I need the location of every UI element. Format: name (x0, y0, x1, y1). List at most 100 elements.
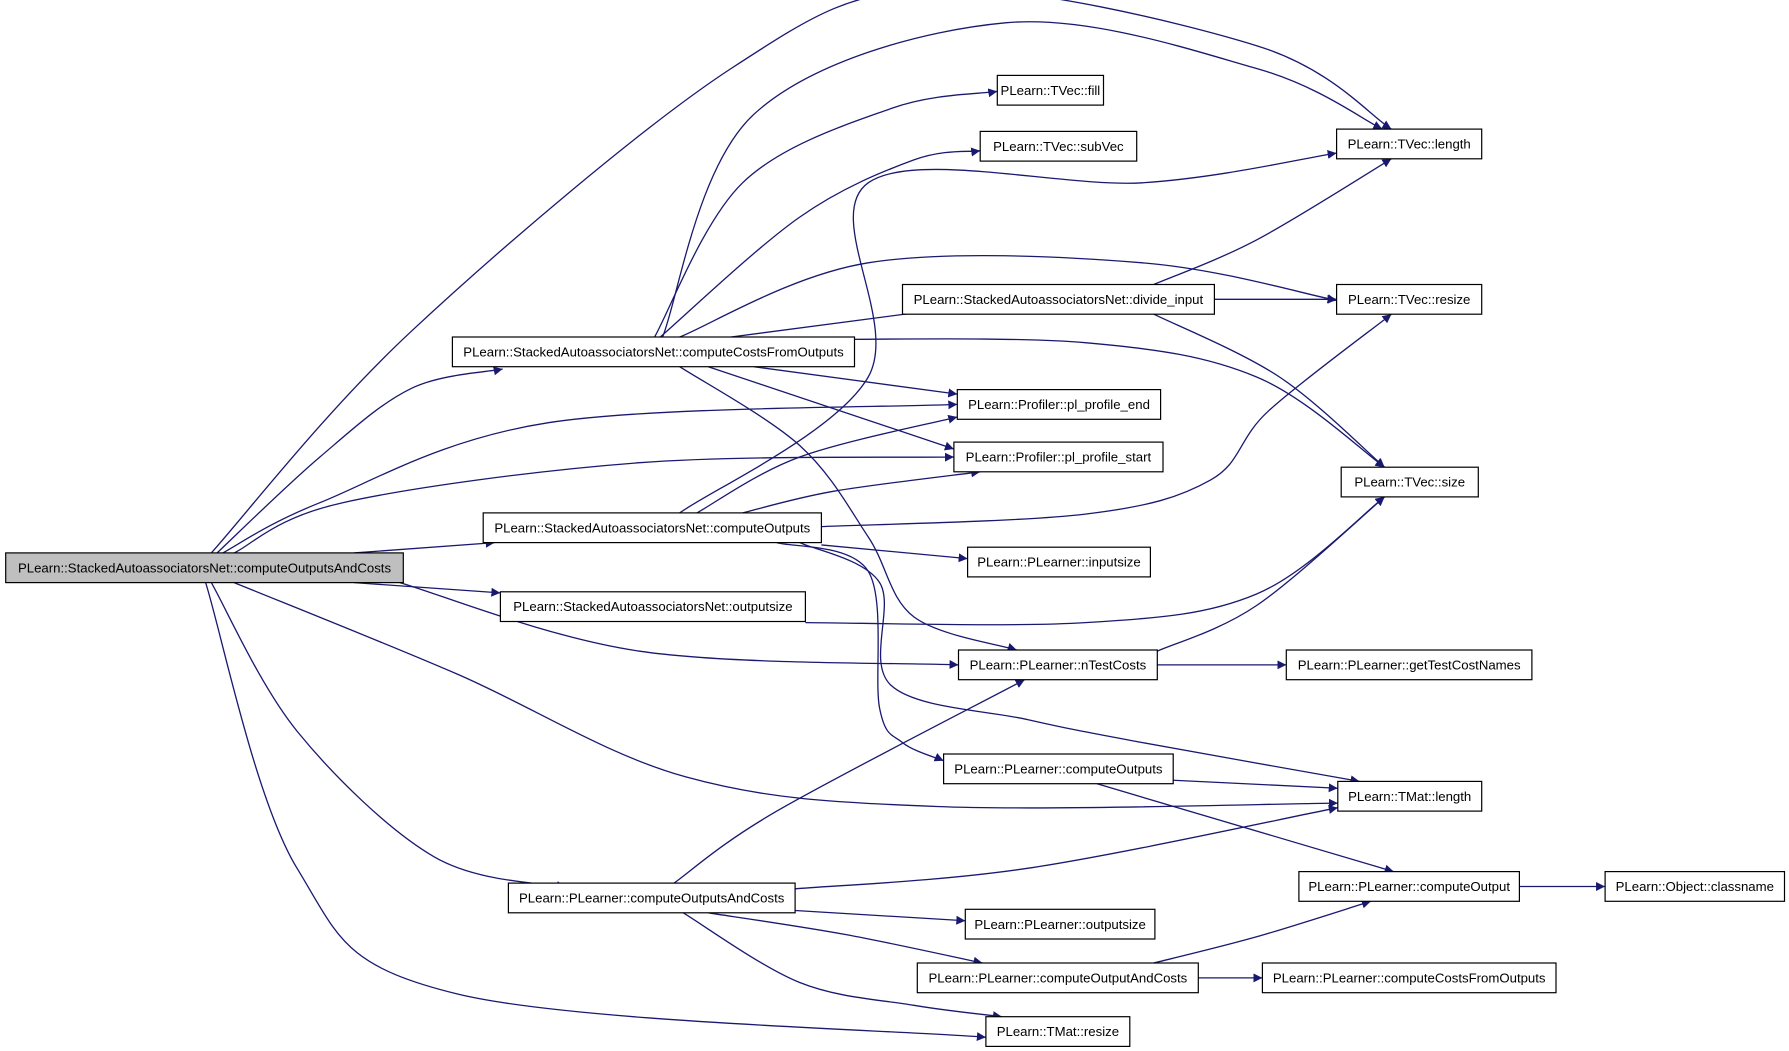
node-plInputsize[interactable]: PLearn::PLearner::inputsize (966, 546, 1151, 578)
edge-root-to-sanCostsFromOutputs (216, 366, 503, 554)
node-plComputeOutputs[interactable]: PLearn::PLearner::computeOutputs (942, 753, 1174, 785)
edge-plComputeOutputsAndCosts-to-tmatResize (682, 912, 1002, 1021)
node-tvecResize[interactable]: PLearn::TVec::resize (1335, 283, 1483, 315)
edge-plNTestCosts-to-tvecSize (1157, 496, 1386, 652)
node-box (1340, 466, 1479, 498)
edge-root-to-profStart (233, 452, 954, 554)
edge-root-to-tmatLength (233, 581, 1338, 809)
node-box (1335, 283, 1483, 315)
node-label: PLearn::Profiler::pl_profile_start (966, 450, 1152, 465)
edge-plComputeOutputs-to-plComputeOutput (1096, 783, 1394, 874)
node-tmatResize[interactable]: PLearn::TMat::resize (985, 1016, 1131, 1048)
node-box (507, 882, 796, 914)
node-tvecFill[interactable]: PLearn::TVec::fill (996, 74, 1105, 106)
node-label: PLearn::PLearner::outputsize (974, 917, 1146, 932)
node-tmatLength[interactable]: PLearn::TMat::length (1337, 780, 1483, 812)
node-box (942, 753, 1174, 785)
edge-plComputeOutputsAndCosts-to-tmatLength (795, 805, 1338, 890)
node-box (1261, 962, 1557, 994)
node-label: PLearn::StackedAutoassociatorsNet::divid… (914, 292, 1204, 307)
node-plComputeOutputsAndCosts[interactable]: PLearn::PLearner::computeOutputsAndCosts (507, 882, 796, 914)
edge-sanCostsFromOutputs-to-tvecLength (661, 21, 1383, 338)
node-box (1298, 870, 1521, 902)
edge-sanComputeOutputs-to-profStart (742, 468, 981, 514)
edge-root-to-sanOutputsize (354, 581, 501, 597)
node-tvecSize[interactable]: PLearn::TVec::size (1340, 466, 1479, 498)
edge-root-to-tmatResize (204, 582, 986, 1042)
node-box (996, 74, 1105, 106)
node-label: PLearn::StackedAutoassociatorsNet::compu… (494, 520, 810, 535)
node-plComputeCostsFromOutputs[interactable]: PLearn::PLearner::computeCostsFromOutput… (1261, 962, 1557, 994)
node-label: PLearn::PLearner::nTestCosts (970, 658, 1147, 673)
node-box (1335, 128, 1483, 160)
node-box (1604, 870, 1786, 902)
node-label: PLearn::StackedAutoassociatorsNet::compu… (463, 345, 844, 360)
node-sanComputeOutputs[interactable]: PLearn::StackedAutoassociatorsNet::compu… (482, 512, 823, 544)
edge-sanComputeOutputs-to-tvecLength (679, 149, 1337, 514)
edge-plComputeOutputsAndCosts-to-plComputeOutputAndCosts (708, 912, 983, 966)
edge-sanOutputsize-to-tvecSize (805, 496, 1385, 626)
edge-sanComputeOutputs-to-plInputsize (821, 544, 968, 563)
edge-sanComputeOutputs-to-plComputeOutputs (776, 541, 944, 762)
edge-sanDivideInput-to-tvecSize (1153, 313, 1386, 468)
edge-root-to-plComputeOutputsAndCosts (210, 582, 566, 890)
node-profEnd[interactable]: PLearn::Profiler::pl_profile_end (956, 389, 1162, 420)
edge-root-to-tvecLength (210, 0, 1392, 554)
node-box (957, 649, 1158, 681)
edge-sanDivideInput-to-tvecLength (1153, 158, 1392, 286)
node-plComputeOutputAndCosts[interactable]: PLearn::PLearner::computeOutputAndCosts (916, 962, 1199, 994)
node-label: PLearn::StackedAutoassociatorsNet::outpu… (513, 599, 792, 614)
node-label: PLearn::Profiler::pl_profile_end (968, 397, 1150, 412)
node-label: PLearn::TMat::length (1348, 789, 1471, 804)
node-root: PLearn::StackedAutoassociatorsNet::compu… (5, 552, 404, 584)
node-label: PLearn::TVec::size (1354, 475, 1465, 490)
edge-root-to-plNTestCosts (399, 581, 959, 670)
node-box (482, 512, 823, 544)
node-box (916, 962, 1199, 994)
edge-sanCostsFromOutputs-to-tvecResize (679, 254, 1337, 338)
nodes-layer: PLearn::StackedAutoassociatorsNet::compu… (5, 74, 1786, 1048)
node-sanCostsFromOutputs[interactable]: PLearn::StackedAutoassociatorsNet::compu… (451, 336, 856, 368)
edge-sanComputeOutputs-to-tmatLength (799, 542, 1360, 785)
node-box (499, 591, 806, 623)
node-box (451, 336, 856, 368)
edge-plComputeOutputsAndCosts-to-plOutputsize (795, 909, 966, 925)
node-label: PLearn::Object::classname (1616, 879, 1774, 894)
node-label: PLearn::StackedAutoassociatorsNet::compu… (18, 560, 392, 575)
node-label: PLearn::TVec::fill (1001, 83, 1101, 98)
node-profStart[interactable]: PLearn::Profiler::pl_profile_start (953, 441, 1164, 473)
node-tvecLength[interactable]: PLearn::TVec::length (1335, 128, 1483, 160)
node-box (985, 1016, 1131, 1048)
node-plNTestCosts[interactable]: PLearn::PLearner::nTestCosts (957, 649, 1158, 681)
edge-sanCostsFromOutputs-to-tvecSubVec (659, 147, 981, 338)
node-label: PLearn::PLearner::computeOutputAndCosts (929, 971, 1188, 986)
node-plGetTestCostNames[interactable]: PLearn::PLearner::getTestCostNames (1285, 649, 1533, 681)
edge-sanCostsFromOutputs-to-profEnd (753, 366, 958, 398)
node-box (953, 441, 1164, 473)
node-box (5, 552, 404, 584)
edge-plComputeOutputs-to-tmatLength (1173, 779, 1338, 793)
node-label: PLearn::PLearner::computeOutputsAndCosts (519, 891, 785, 906)
node-plComputeOutput[interactable]: PLearn::PLearner::computeOutput (1298, 870, 1521, 902)
node-label: PLearn::PLearner::computeCostsFromOutput… (1273, 971, 1546, 986)
node-sanDivideInput[interactable]: PLearn::StackedAutoassociatorsNet::divid… (901, 283, 1215, 315)
node-label: PLearn::PLearner::computeOutput (1308, 879, 1510, 894)
node-plOutputsize[interactable]: PLearn::PLearner::outputsize (964, 908, 1156, 940)
edges-layer (204, 0, 1606, 1042)
node-box (979, 130, 1138, 162)
edge-root-to-profEnd (222, 400, 958, 554)
node-tvecSubVec[interactable]: PLearn::TVec::subVec (979, 130, 1138, 162)
edge-sanCostsFromOutputs-to-profStart (708, 366, 955, 451)
edge-sanCostsFromOutputs-to-tvecSize (822, 338, 1385, 468)
edge-sanCostsFromOutputs-to-plNTestCosts (679, 366, 1017, 652)
edge-plComputeOutputsAndCosts-to-plNTestCosts (673, 679, 1026, 884)
node-objClassname[interactable]: PLearn::Object::classname (1604, 870, 1786, 902)
node-label: PLearn::TMat::resize (997, 1024, 1119, 1039)
edge-root-to-sanComputeOutputs (354, 538, 495, 554)
node-sanOutputsize[interactable]: PLearn::StackedAutoassociatorsNet::outpu… (499, 591, 806, 623)
node-box (1337, 780, 1483, 812)
node-label: PLearn::TVec::length (1348, 137, 1471, 152)
node-box (964, 908, 1156, 940)
node-label: PLearn::PLearner::computeOutputs (954, 761, 1163, 776)
